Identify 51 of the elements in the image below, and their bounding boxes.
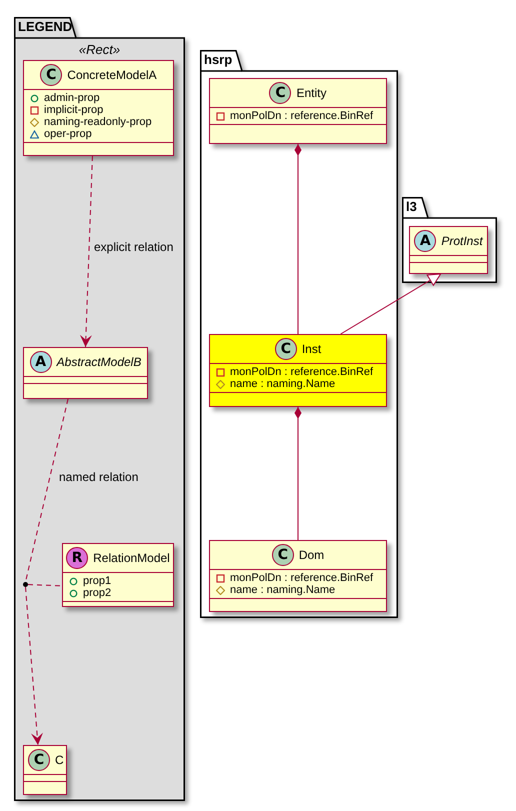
class-name: Inst xyxy=(302,342,322,356)
dependency-arrow xyxy=(80,156,93,348)
attribute-text: prop1 xyxy=(83,575,112,587)
attribute-text: name : naming.Name xyxy=(230,584,336,596)
class-type-badge: C xyxy=(28,749,50,771)
attribute-text: monPolDn : reference.BinRef xyxy=(230,366,374,378)
class-name: AbstractModelB xyxy=(56,355,142,369)
junction-dot xyxy=(23,582,28,587)
package-name: LEGEND xyxy=(18,19,72,34)
class-box xyxy=(23,745,67,795)
class-type-badge: A xyxy=(30,351,52,373)
class-type-badge: C xyxy=(40,64,62,86)
relation-line xyxy=(28,584,62,586)
attribute-text: oper-prop xyxy=(44,128,92,140)
class-type-badge: C xyxy=(274,338,297,360)
dependency-arrow xyxy=(25,586,43,746)
class-name: RelationModel xyxy=(93,551,170,565)
class-type-badge: A xyxy=(414,230,436,252)
attribute-text: naming-readonly-prop xyxy=(44,116,152,128)
attribute-text: implicit-prop xyxy=(44,104,104,116)
class-type-badge: C xyxy=(269,82,292,104)
class-name: ProtInst xyxy=(441,234,483,248)
package-name: hsrp xyxy=(204,52,232,67)
class-name: ConcreteModelA xyxy=(67,68,157,82)
stereotype-label: «Rect» xyxy=(78,42,120,57)
class-box xyxy=(209,540,387,612)
edge-label: named relation xyxy=(57,470,140,484)
class-box xyxy=(209,78,387,144)
package-folder xyxy=(402,197,497,283)
inheritance-arrow xyxy=(340,274,442,334)
class-name: Entity xyxy=(296,86,326,100)
package-folder xyxy=(200,50,398,618)
class-type-badge: R xyxy=(66,547,88,569)
composition-line xyxy=(294,406,302,540)
package-name: l3 xyxy=(406,199,417,214)
class-name: C xyxy=(55,753,64,767)
attribute-text: monPolDn : reference.BinRef xyxy=(230,572,374,584)
attribute-text: prop2 xyxy=(83,587,112,599)
edge-label: explicit relation xyxy=(92,240,176,254)
class-box xyxy=(62,543,174,607)
class-name: Dom xyxy=(298,548,324,562)
class-type-badge: C xyxy=(272,544,294,566)
class-box xyxy=(209,334,387,407)
attribute-text: admin-prop xyxy=(44,92,100,104)
class-box xyxy=(409,226,488,274)
class-box xyxy=(23,347,148,399)
composition-line xyxy=(294,144,302,334)
class-box xyxy=(23,60,174,156)
attribute-text: name : naming.Name xyxy=(230,378,336,390)
attribute-text: monPolDn : reference.BinRef xyxy=(230,110,374,122)
package-folder xyxy=(14,17,185,801)
